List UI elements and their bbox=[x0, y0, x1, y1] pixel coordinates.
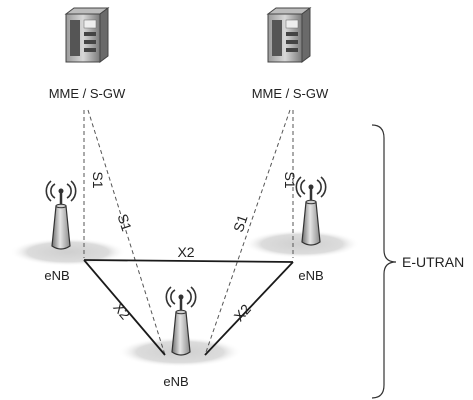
x2-left-label: X2 bbox=[110, 299, 133, 323]
s1-right-diagonal-link bbox=[204, 109, 291, 356]
s1-links bbox=[83, 109, 294, 356]
e-utran-brace bbox=[371, 124, 397, 399]
enb-left-shadow bbox=[10, 238, 126, 266]
s1-right-vertical-label: S1 bbox=[282, 171, 298, 188]
x2-right-label: X2 bbox=[231, 301, 254, 325]
enb-right-shadow bbox=[244, 230, 360, 258]
enb-right-label: eNB bbox=[298, 268, 323, 283]
s1-right-diagonal-label: S1 bbox=[230, 212, 251, 234]
enb-bottom-label: eNB bbox=[163, 374, 188, 389]
server-icon bbox=[267, 7, 311, 63]
s1-left-vertical-label: S1 bbox=[90, 171, 106, 188]
mme-right-label: MME / S-GW bbox=[252, 86, 329, 101]
e-utran-label: E-UTRAN bbox=[402, 254, 464, 270]
x2-links bbox=[83, 259, 294, 356]
mme-left-label: MME / S-GW bbox=[49, 86, 126, 101]
x2-top-link bbox=[83, 259, 294, 263]
x2-right-link bbox=[204, 261, 294, 356]
s1-left-diagonal-link bbox=[87, 109, 166, 356]
s1-left-diagonal-label: S1 bbox=[115, 212, 136, 233]
server-icon bbox=[65, 7, 109, 63]
x2-top-label: X2 bbox=[177, 244, 194, 260]
x2-left-link bbox=[83, 259, 166, 356]
enb-left-label: eNB bbox=[44, 268, 69, 283]
